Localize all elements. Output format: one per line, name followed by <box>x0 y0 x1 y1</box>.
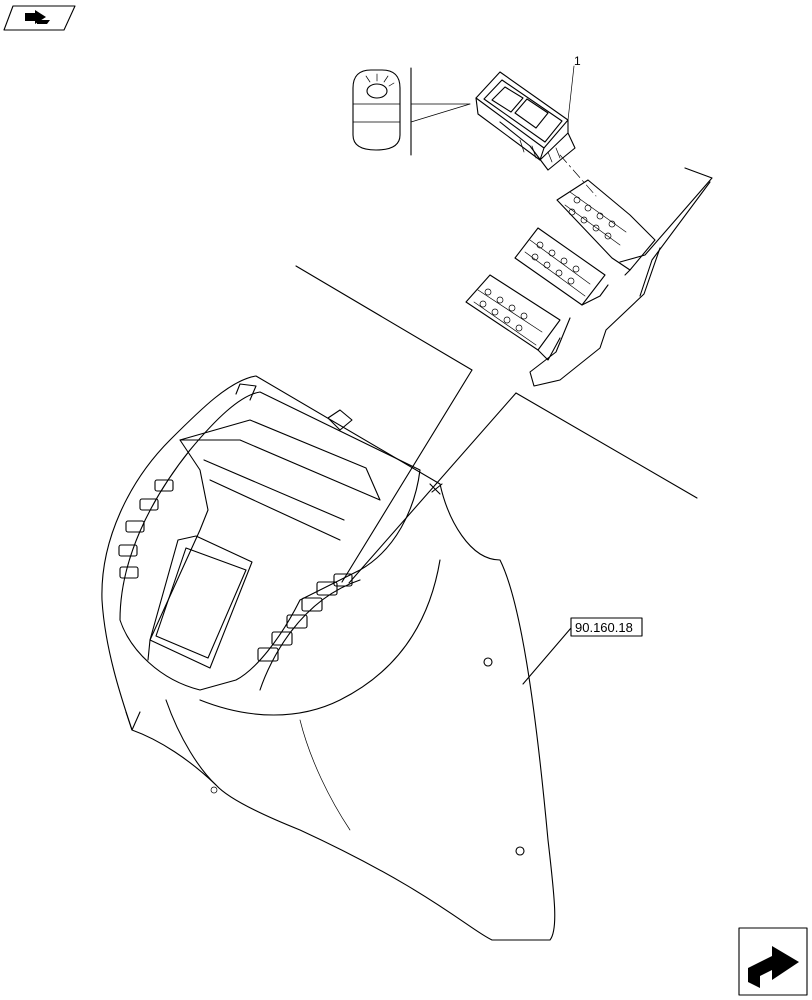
console-housing <box>101 375 556 941</box>
callout-1-label: 1 <box>574 54 581 68</box>
next-page-arrow-icon[interactable] <box>738 927 808 996</box>
reference-label: 90.160.18 <box>575 620 633 635</box>
reference-callout[interactable]: 90.160.18 <box>570 617 643 637</box>
book-navigation-icon[interactable] <box>3 5 76 31</box>
leader-lines <box>295 265 698 685</box>
switch-symbol <box>352 67 471 156</box>
work-light-icon <box>365 73 395 99</box>
rocker-switch <box>475 65 576 171</box>
switch-panel-bracket <box>465 167 713 387</box>
